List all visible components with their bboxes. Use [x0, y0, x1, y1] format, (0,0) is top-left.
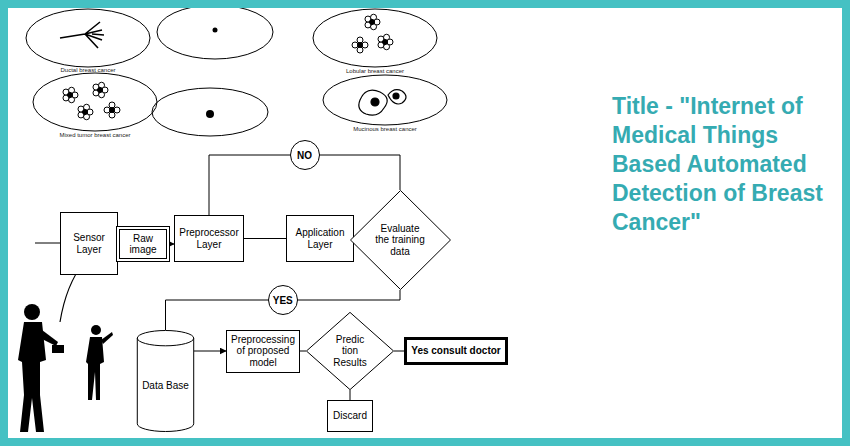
- tumor-dot: [213, 28, 218, 33]
- node-text: Raw image: [119, 233, 167, 256]
- process-box: Sensor Layer: [60, 212, 118, 275]
- decision-diamond: Predic tion Results: [306, 312, 394, 390]
- diamond-shape: [350, 191, 450, 290]
- cell-core: [370, 20, 375, 25]
- image-box: Raw image: [116, 226, 170, 262]
- node-text: Data Base: [142, 380, 189, 392]
- connector: [300, 351, 306, 352]
- connector: [244, 238, 286, 239]
- cancer-ellipses: [26, 5, 447, 136]
- connector: [394, 351, 404, 352]
- lobular-ellipse: [313, 9, 437, 67]
- input-line: [35, 243, 60, 244]
- cell-clusters: [63, 14, 393, 120]
- cylinder-body: [137, 331, 193, 432]
- node-text: Predic tion Results: [327, 334, 374, 369]
- cell-core: [358, 43, 363, 48]
- process-box: Preprocessor Layer: [174, 215, 244, 262]
- cell-core: [98, 88, 103, 93]
- plain-ellipse: [152, 88, 268, 136]
- node-text: Discard: [333, 410, 367, 422]
- process-box: Preprocessing of proposed model: [226, 330, 300, 373]
- node-text: Evaluate the training data: [373, 223, 427, 258]
- illustration-caption: Mixed tumor breast cancer: [35, 132, 155, 138]
- node-text: Sensor Layer: [63, 232, 115, 255]
- mucinous-blobs: [359, 90, 406, 115]
- plain-ellipse: [157, 5, 273, 59]
- decision-diamond: Evaluate the training data: [350, 190, 451, 290]
- title-text: Title - "Internet of Medical Things Base…: [612, 92, 842, 237]
- output-box: Yes consult doctor: [404, 337, 508, 365]
- mixed-ellipse: [33, 73, 157, 131]
- process-box: Application Layer: [286, 215, 354, 262]
- tumor-dot: [206, 110, 214, 118]
- node-text: Application Layer: [289, 227, 351, 250]
- people-silhouettes: [18, 304, 113, 432]
- edge-label: YES: [268, 285, 298, 315]
- illustration-caption: Ductal breast cancer: [28, 67, 148, 73]
- cell-core: [68, 93, 73, 98]
- connector: [194, 351, 226, 352]
- terminal-box: Discard: [327, 400, 373, 432]
- illustration-caption: Lobular breast cancer: [315, 68, 435, 74]
- mucinous-ellipse: [323, 75, 447, 125]
- connector: [350, 390, 351, 400]
- cell-core: [83, 110, 88, 115]
- node-text: Preprocessing of proposed model: [229, 334, 297, 369]
- cylinder-rim: [137, 338, 193, 346]
- node-text: Yes consult doctor: [411, 345, 500, 357]
- edge-label: NO: [290, 140, 320, 170]
- cell-core: [383, 40, 388, 45]
- illustration-caption: Mucinous breast cancer: [325, 126, 445, 132]
- node-text: Preprocessor Layer: [177, 227, 240, 250]
- cell-core: [110, 108, 115, 113]
- ductal-branches: [60, 22, 104, 48]
- database-cylinder: Data Base: [137, 330, 194, 432]
- ductal-ellipse: [26, 9, 150, 67]
- diamond-shape: [306, 312, 393, 389]
